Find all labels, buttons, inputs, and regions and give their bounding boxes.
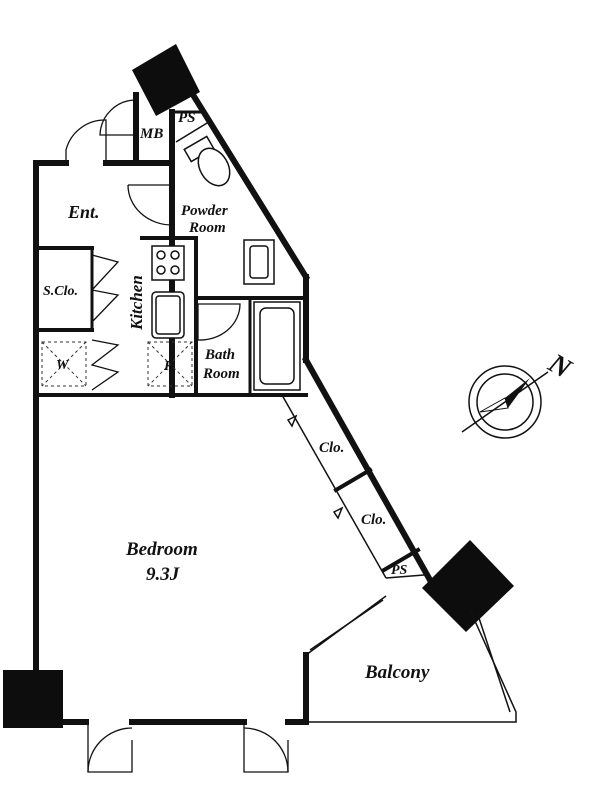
- room-label-mb: MB: [139, 126, 163, 142]
- fridge-space: [147, 341, 193, 387]
- room-label-bath-2: Room: [202, 366, 240, 382]
- pillars: [3, 44, 514, 728]
- outer-walls: [33, 85, 435, 725]
- compass-icon: [461, 365, 549, 439]
- compass-north-label: N: [542, 347, 577, 385]
- room-label-ent: Ent.: [67, 202, 100, 222]
- room-label-powder-2: Room: [188, 220, 226, 236]
- room-label-w: W: [56, 358, 70, 373]
- room-label-bedroom-1: Bedroom: [125, 539, 198, 560]
- room-label-ps-bottom: PS: [391, 563, 408, 578]
- pillar-bottom-left: [3, 670, 63, 728]
- room-label-bedroom-2: 9.3J: [146, 564, 180, 585]
- room-label-r: R: [163, 359, 173, 374]
- room-labels: MB PS Ent. Powder Room S.Clo. Kitchen W …: [43, 110, 430, 683]
- pillar-right: [422, 540, 514, 632]
- room-label-sclo: S.Clo.: [43, 284, 78, 299]
- washer-space: [41, 341, 87, 387]
- room-label-powder-1: Powder: [181, 203, 228, 219]
- stove-icon: [151, 245, 185, 281]
- pillar-top: [132, 44, 200, 116]
- room-label-ps-top: PS: [178, 110, 196, 126]
- doors: [65, 99, 344, 773]
- fixtures: [41, 135, 301, 391]
- room-label-clo-2: Clo.: [361, 512, 386, 528]
- room-label-balcony: Balcony: [364, 662, 430, 683]
- balcony-outline: [305, 595, 517, 723]
- room-label-clo-1: Clo.: [319, 440, 344, 456]
- toilet-icon: [183, 135, 231, 187]
- interior-walls: [34, 110, 425, 579]
- bathtub-icon: [253, 301, 301, 391]
- room-label-kitchen: Kitchen: [127, 275, 146, 331]
- room-label-bath-1: Bath: [204, 347, 235, 363]
